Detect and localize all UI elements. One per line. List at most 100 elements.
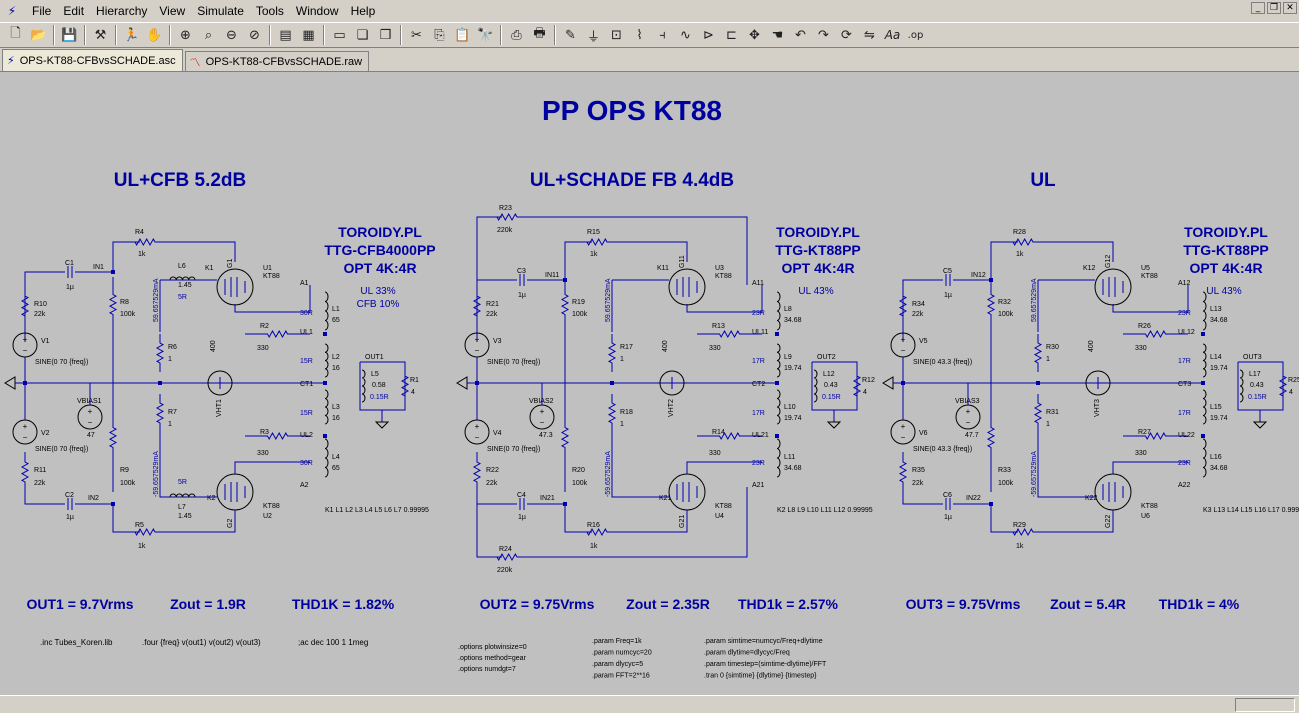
spice-directive-icon[interactable]: .op bbox=[907, 29, 924, 41]
separator bbox=[269, 25, 271, 45]
print-preview-icon[interactable]: ⎙ bbox=[511, 27, 522, 43]
value-label: 100k bbox=[120, 480, 136, 487]
draw-wire-icon[interactable]: ✎ bbox=[565, 27, 576, 43]
tab-waveform[interactable]: 〽 OPS-KT88-CFBvsSCHADE.raw bbox=[184, 51, 370, 71]
menu-window[interactable]: Window bbox=[295, 4, 339, 18]
label: − bbox=[475, 433, 480, 442]
ref-label: L15 bbox=[1210, 404, 1222, 411]
ref-label: VHT3 bbox=[1094, 399, 1101, 417]
ul-note: UL 43% bbox=[1206, 286, 1241, 297]
directive-param: .tran 0 {simtime} {dlytime} {timestep} bbox=[704, 673, 817, 680]
minimize-icon[interactable]: _ bbox=[1251, 2, 1265, 14]
net-label: OUT1 bbox=[365, 354, 384, 361]
value-label: 330 bbox=[257, 450, 269, 457]
cut-icon[interactable]: ✂ bbox=[411, 27, 422, 43]
control-panel-icon[interactable]: ⚒ bbox=[94, 27, 107, 43]
print-icon[interactable]: 🖶 bbox=[533, 26, 546, 41]
restore-icon[interactable]: ❐ bbox=[1267, 2, 1281, 14]
ref-label: V2 bbox=[41, 430, 50, 437]
undo-icon[interactable]: ↶ bbox=[795, 27, 806, 43]
pan-icon[interactable]: ⌕ bbox=[204, 27, 213, 43]
paste-icon[interactable]: 📋 bbox=[454, 27, 471, 43]
drag-icon[interactable]: ☚ bbox=[771, 27, 784, 43]
inductor bbox=[324, 291, 329, 331]
value-label: 1 bbox=[168, 356, 172, 363]
inductor bbox=[1202, 291, 1207, 331]
value-label: 5R bbox=[178, 479, 187, 486]
ref-label: G2 bbox=[227, 519, 234, 528]
inductor bbox=[776, 291, 781, 331]
net-label: A21 bbox=[752, 482, 765, 489]
menu-simulate[interactable]: Simulate bbox=[197, 4, 244, 18]
value-label: 65 bbox=[332, 465, 340, 472]
junction bbox=[1201, 332, 1205, 336]
resistor bbox=[1278, 370, 1288, 402]
schematic-svg[interactable]: PP OPS KT88 UL+CFB 5.2dBTOROIDY.PLTTG-CF… bbox=[0, 72, 1299, 696]
menu-edit[interactable]: Edit bbox=[63, 4, 85, 18]
rotate-icon[interactable]: ⟳ bbox=[841, 27, 852, 43]
value-label: 1k bbox=[590, 543, 598, 550]
directive-inc[interactable]: .inc Tubes_Koren.lib bbox=[40, 638, 113, 647]
grid-icon[interactable]: ▦ bbox=[302, 27, 315, 43]
new-schematic-icon[interactable]: 🗋 bbox=[10, 26, 21, 41]
component-icon[interactable]: ⊏ bbox=[726, 27, 737, 43]
ltspice-app-icon[interactable]: ⚡ bbox=[7, 4, 17, 18]
value-label: 19.74 bbox=[784, 415, 802, 422]
ref-label: R31 bbox=[1046, 409, 1059, 416]
ref-label: C4 bbox=[517, 492, 526, 499]
tab-schematic[interactable]: ⚡ OPS-KT88-CFBvsSCHADE.asc bbox=[2, 49, 183, 71]
wire bbox=[24, 492, 65, 505]
mirror-icon[interactable]: ⇋ bbox=[864, 27, 875, 43]
value-label: 23R bbox=[752, 310, 765, 317]
directive-param: .param timestep=(simtime-dlytime)/FFT bbox=[704, 661, 827, 668]
zoom-out-icon[interactable]: ⊖ bbox=[226, 27, 237, 43]
cascade-icon[interactable]: ❏ bbox=[356, 27, 369, 43]
value-label: 1 bbox=[620, 421, 624, 428]
tile-horizontal-icon[interactable]: ▭ bbox=[333, 27, 346, 43]
find-icon[interactable]: 🔭 bbox=[477, 27, 494, 43]
zoom-fit-icon[interactable]: ⊘ bbox=[249, 27, 260, 43]
net-label: IN2 bbox=[88, 495, 99, 502]
directive-ac[interactable]: ;ac dec 100 1 1meg bbox=[298, 638, 368, 647]
copy-icon[interactable]: ⎘ bbox=[434, 27, 445, 43]
resistor-icon[interactable]: ⌇ bbox=[636, 27, 643, 43]
schematic-icon: ⚡ bbox=[7, 54, 15, 67]
ref-label: C6 bbox=[943, 492, 952, 499]
move-icon[interactable]: ✥ bbox=[749, 27, 760, 43]
tile-vertical-icon[interactable]: ❒ bbox=[379, 27, 392, 43]
zoom-in-icon[interactable]: ⊕ bbox=[180, 27, 191, 43]
close-icon[interactable]: ✕ bbox=[1283, 2, 1297, 14]
value-label: 1k bbox=[1016, 251, 1024, 258]
ground-icon[interactable]: ⏚ bbox=[586, 29, 600, 45]
label-net-icon[interactable]: ⊡ bbox=[611, 27, 622, 43]
redo-icon[interactable]: ↷ bbox=[818, 27, 829, 43]
value-label: 400 bbox=[662, 340, 669, 352]
capacitor-icon[interactable]: ⫞ bbox=[659, 27, 666, 43]
diode-icon[interactable]: ⊳ bbox=[703, 27, 714, 43]
inductor-icon[interactable]: ∿ bbox=[680, 27, 691, 43]
halt-icon[interactable]: ✋ bbox=[146, 27, 163, 43]
ref-label: R10 bbox=[34, 301, 47, 308]
menu-file[interactable]: File bbox=[32, 4, 52, 18]
value-label: 1.45 bbox=[178, 282, 192, 289]
directive-four[interactable]: .four {freq} v(out1) v(out2) v(out3) bbox=[142, 638, 261, 647]
transformer-label: OPT 4K:4R bbox=[781, 260, 854, 276]
resistor bbox=[472, 290, 482, 322]
save-icon[interactable]: 💾 bbox=[61, 27, 78, 43]
current-label: 59.657529mA bbox=[153, 278, 160, 322]
directive-param: .param FFT=2**16 bbox=[592, 673, 650, 680]
value-label: 330 bbox=[1135, 345, 1147, 352]
directive-param: .param Freq=1k bbox=[592, 638, 642, 645]
run-icon[interactable]: 🏃 bbox=[123, 27, 140, 43]
menu-tools[interactable]: Tools bbox=[255, 4, 284, 18]
open-icon[interactable]: 📂 bbox=[30, 27, 47, 43]
menu-view[interactable]: View bbox=[159, 4, 186, 18]
ref-label: R14 bbox=[712, 429, 725, 436]
autorange-icon[interactable]: ▤ bbox=[279, 27, 292, 43]
text-icon[interactable]: Aa bbox=[884, 28, 901, 42]
menu-hierarchy[interactable]: Hierarchy bbox=[96, 4, 148, 18]
separator bbox=[554, 25, 556, 45]
menu-help[interactable]: Help bbox=[350, 4, 376, 18]
label: − bbox=[901, 433, 906, 442]
